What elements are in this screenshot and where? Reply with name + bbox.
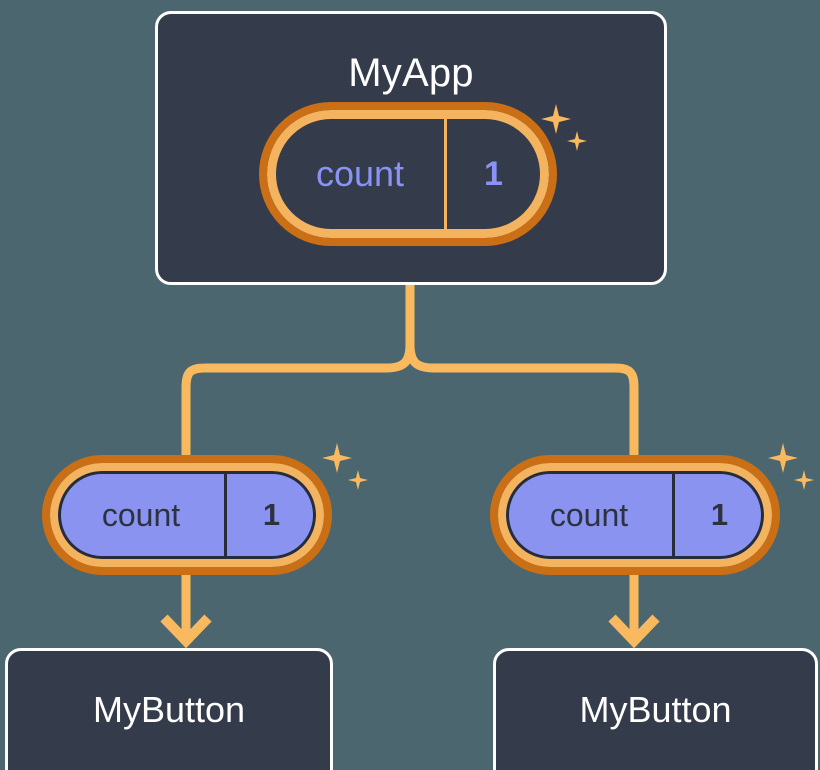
state-pill-right[interactable]: count 1: [490, 455, 780, 575]
component-card-mybutton-right[interactable]: MyButton: [493, 648, 818, 770]
state-pill-body: count 1: [490, 455, 780, 575]
arrow-head-right: [608, 614, 660, 649]
state-key-label: count: [101, 496, 181, 533]
state-pill-left[interactable]: count 1: [42, 455, 332, 575]
sparkle-star-large: [322, 443, 352, 473]
state-pill-body: count 1: [259, 102, 557, 246]
state-value-label: 1: [224, 471, 316, 559]
state-value-label: 1: [444, 119, 540, 229]
state-pill-myapp[interactable]: count 1: [259, 102, 557, 246]
sparkle-star-small: [348, 470, 368, 490]
sparkle-star-large: [768, 443, 798, 473]
component-card-mybutton-left[interactable]: MyButton: [5, 648, 333, 770]
component-label-mybutton: MyButton: [579, 689, 732, 730]
state-pill-body: count 1: [42, 455, 332, 575]
arrow-head-left: [160, 614, 212, 649]
component-label-mybutton: MyButton: [92, 689, 246, 730]
state-key-label: count: [549, 496, 629, 533]
branch-wire-right: [405, 343, 639, 470]
component-label-myapp: MyApp: [348, 51, 474, 95]
state-value-label: 1: [672, 471, 764, 559]
branch-wire-left: [181, 343, 415, 470]
state-key-label: count: [315, 153, 405, 194]
sparkle-star-small: [794, 470, 814, 490]
